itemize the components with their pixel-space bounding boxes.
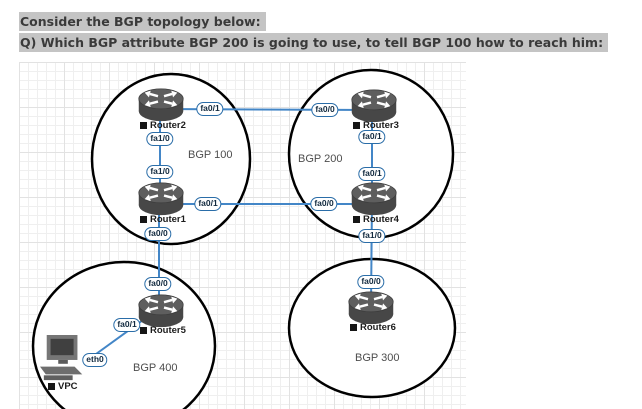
as-label-bgp100: BGP 100 — [188, 149, 233, 161]
as-label-bgp400: BGP 400 — [133, 362, 178, 374]
router4-label: Router4 — [353, 214, 399, 225]
status-square — [140, 327, 147, 334]
device-name: Router2 — [150, 120, 186, 131]
router3-node — [351, 89, 397, 123]
status-square — [48, 383, 55, 390]
device-name: Router6 — [360, 322, 396, 333]
status-square — [140, 122, 147, 129]
router-icon — [348, 291, 394, 325]
router3-label: Router3 — [353, 120, 399, 131]
status-square — [353, 216, 360, 223]
interface-badge: fa0/1 — [358, 130, 386, 144]
interface-badge: fa1/0 — [358, 229, 386, 243]
router5-label: Router5 — [140, 325, 186, 336]
router5-node — [138, 294, 184, 328]
router-icon — [351, 89, 397, 123]
status-square — [140, 216, 147, 223]
interface-badge: fa0/0 — [311, 103, 339, 117]
link-router4-router6 — [370, 197, 373, 309]
device-name: Router4 — [363, 214, 399, 225]
interface-badge: fa0/1 — [196, 102, 224, 116]
interface-badge: fa1/0 — [146, 165, 174, 179]
status-square — [353, 122, 360, 129]
vpc-label: VPC — [48, 381, 78, 392]
device-name: Router3 — [363, 120, 399, 131]
router2-node — [138, 88, 184, 122]
link-router2-router3 — [160, 108, 374, 111]
interface-badge: eth0 — [82, 353, 108, 367]
router1-label: Router1 — [140, 214, 186, 225]
interface-badge: fa0/0 — [357, 275, 385, 289]
router2-label: Router2 — [140, 120, 186, 131]
interface-badge: fa0/1 — [358, 167, 386, 181]
router4-node — [351, 182, 397, 216]
router-icon — [351, 182, 397, 216]
interface-badge: fa0/0 — [144, 227, 172, 241]
device-name: Router5 — [150, 325, 186, 336]
vpc-node — [40, 335, 88, 383]
router-icon — [138, 88, 184, 122]
router6-node — [348, 291, 394, 325]
header-line-1: Consider the BGP topology below: — [19, 12, 266, 31]
router-icon — [138, 182, 184, 216]
as-label-bgp300: BGP 300 — [355, 352, 400, 364]
as-label-bgp200: BGP 200 — [298, 153, 343, 165]
router-icon — [138, 294, 184, 328]
device-name: Router1 — [150, 214, 186, 225]
interface-badge: fa0/0 — [310, 197, 338, 211]
interface-badge: fa1/0 — [146, 132, 174, 146]
router6-label: Router6 — [350, 322, 396, 333]
interface-badge: fa0/0 — [144, 277, 172, 291]
interface-badge: fa0/1 — [194, 197, 222, 211]
interface-badge: fa0/1 — [113, 318, 141, 332]
question-line: Q) Which BGP attribute BGP 200 is going … — [19, 33, 609, 52]
device-name: VPC — [58, 381, 78, 392]
status-square — [350, 324, 357, 331]
pc-icon — [40, 335, 83, 381]
router1-node — [138, 182, 184, 216]
